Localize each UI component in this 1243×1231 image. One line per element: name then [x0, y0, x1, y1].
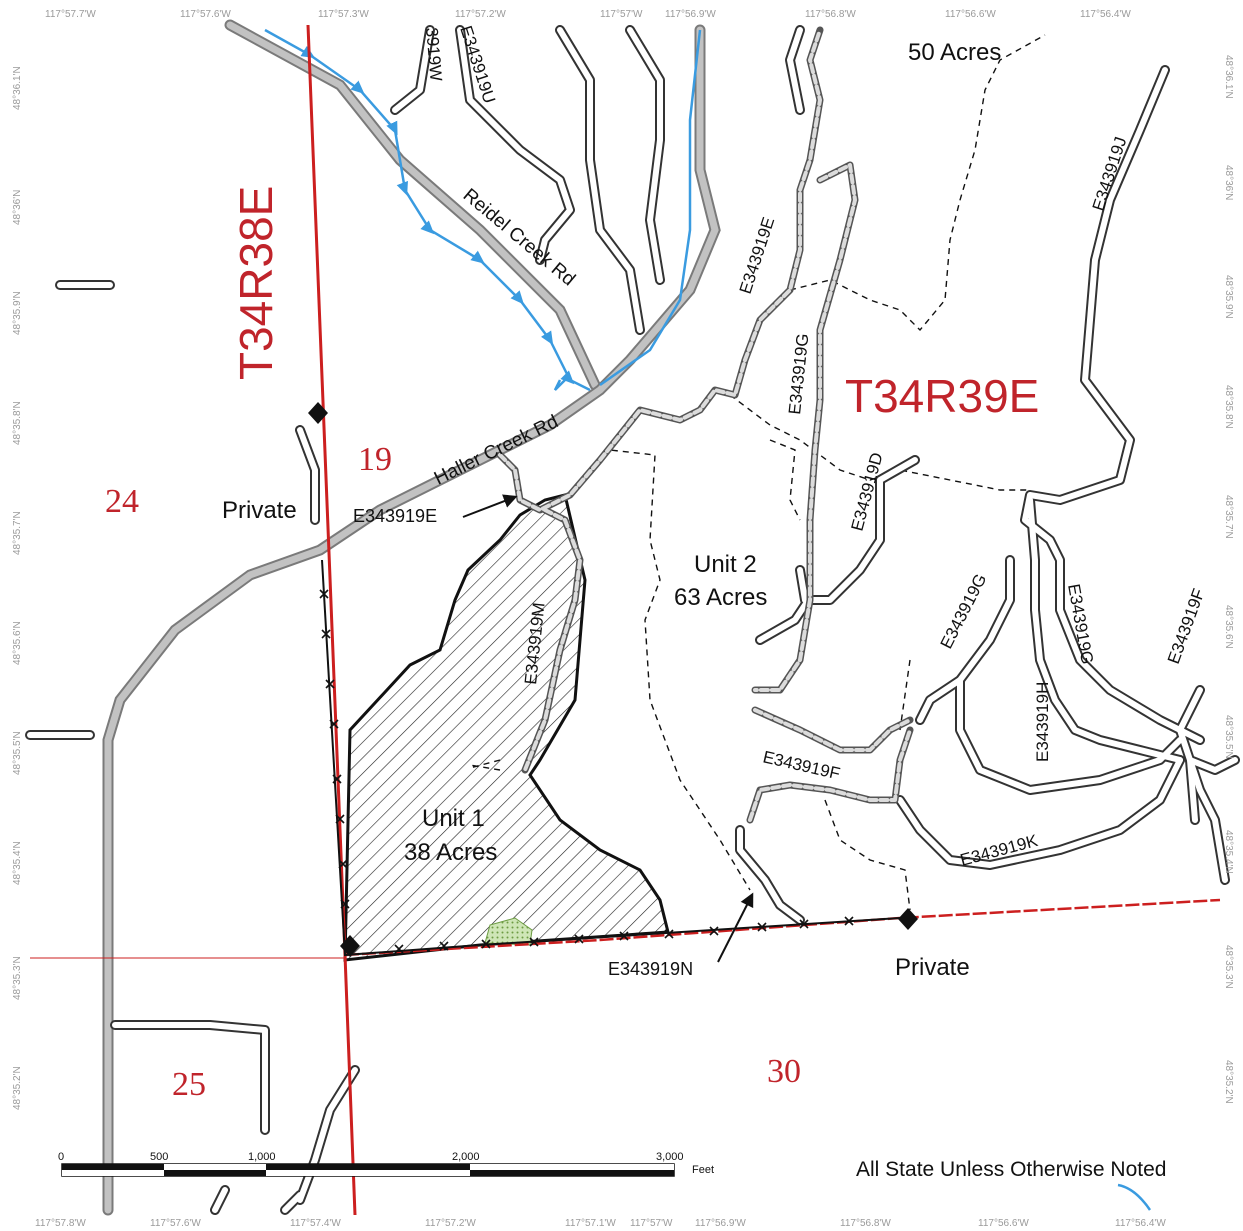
- coord-bottom: 117°57.1'W: [565, 1218, 616, 1229]
- road-label-e343919e: E343919E: [736, 215, 779, 296]
- road-callout-n: E343919N: [608, 959, 693, 979]
- road-label-e343919f-east: E343919F: [1164, 586, 1209, 666]
- road-label-3919w: 3919W: [422, 27, 446, 82]
- coord-top: 117°57.7'W: [45, 9, 96, 20]
- road-label-e343919g-east: E343919G: [937, 571, 991, 652]
- unit-boundaries: [469, 34, 1046, 911]
- coord-top: 117°56.6'W: [945, 9, 996, 20]
- ownership-label: Private: [895, 954, 970, 981]
- road-label-e343919h: E343919H: [1033, 682, 1052, 762]
- ownership-note: All State Unless Otherwise Noted: [856, 1158, 1166, 1181]
- unit-3-area: 50 Acres: [908, 39, 1001, 66]
- section-number-24: 24: [105, 483, 139, 520]
- coord-bottom: 117°56.9'W: [695, 1218, 746, 1229]
- coord-top: 117°57.6'W: [180, 9, 231, 20]
- spur-roads: [496, 26, 914, 824]
- coord-top: 117°57'W: [600, 9, 643, 20]
- coord-top: 117°56.9'W: [665, 9, 716, 20]
- unit-2-area: 63 Acres: [674, 584, 767, 611]
- section-lines: [30, 24, 1221, 1216]
- road-label-e343919f: E343919F: [761, 747, 842, 783]
- corner-marker: [308, 402, 328, 424]
- coord-right: 48°35.7'N: [1223, 495, 1234, 539]
- corner-marker: [340, 935, 360, 957]
- coord-top: 117°57.2'W: [455, 9, 506, 20]
- township-label-west: T34R38E: [230, 186, 282, 380]
- township-label-east: T34R39E: [845, 370, 1039, 422]
- scale-tick: 1,000: [248, 1151, 276, 1163]
- coord-bottom: 117°57'W: [630, 1218, 673, 1229]
- coord-left: 48°35.6'N: [12, 621, 23, 665]
- coord-top: 117°56.4'W: [1080, 9, 1131, 20]
- callout-arrows: [462, 494, 754, 963]
- coord-right: 48°35.9'N: [1223, 275, 1234, 319]
- coord-left: 48°36.1'N: [12, 66, 23, 110]
- coord-right: 48°35.5'N: [1223, 715, 1234, 759]
- coord-left: 48°35.5'N: [12, 731, 23, 775]
- fence-line: [319, 559, 901, 957]
- coord-left: 48°35.8'N: [12, 401, 23, 445]
- coord-bottom: 117°57.6'W: [150, 1218, 201, 1229]
- section-number-30: 30: [767, 1053, 801, 1090]
- unit-2-name: Unit 2: [694, 551, 757, 578]
- unit-1-area: [343, 493, 670, 962]
- coord-left: 48°35.3'N: [12, 956, 23, 1000]
- coord-bottom: 117°57.4'W: [290, 1218, 341, 1229]
- scale-tick: 500: [150, 1151, 168, 1163]
- coord-right: 48°35.6'N: [1223, 605, 1234, 649]
- section-number-25: 25: [172, 1066, 206, 1103]
- coord-left: 48°35.9'N: [12, 291, 23, 335]
- coord-bottom: 117°56.6'W: [978, 1218, 1029, 1229]
- coord-left: 48°35.7'N: [12, 511, 23, 555]
- scale-bar: 0 500 1,000 2,000 3,000 Feet: [58, 1151, 714, 1177]
- coord-right: 48°35.2'N: [1223, 1060, 1234, 1104]
- coord-right: 48°35.3'N: [1223, 945, 1234, 989]
- scale-tick: 2,000: [452, 1151, 480, 1163]
- scale-tick: 0: [58, 1151, 64, 1163]
- coord-right: 48°35.4'N: [1223, 830, 1234, 874]
- road-label-haller: Haller Creek Rd: [431, 411, 562, 489]
- corner-marker: [898, 908, 918, 930]
- unit-1-area: 38 Acres: [404, 839, 497, 866]
- road-label-e343919g: E343919G: [785, 333, 812, 416]
- coord-left: 48°36'N: [12, 190, 23, 225]
- coord-bottom: 117°56.4'W: [1115, 1218, 1166, 1229]
- section-number-19: 19: [358, 441, 392, 478]
- road-callout-e: E343919E: [353, 506, 437, 526]
- section-corner-markers: [308, 402, 918, 957]
- coord-left: 48°35.4'N: [12, 841, 23, 885]
- coord-right: 48°35.8'N: [1223, 385, 1234, 429]
- coord-right: 48°36.1'N: [1223, 55, 1234, 99]
- forest-roads: [25, 25, 1240, 1215]
- ownership-label: Private: [222, 497, 297, 524]
- scale-unit: Feet: [692, 1164, 714, 1176]
- coord-bottom: 117°56.8'W: [840, 1218, 891, 1229]
- coord-bottom: 117°57.2'W: [425, 1218, 476, 1229]
- scale-tick: 3,000: [656, 1151, 684, 1163]
- coord-top: 117°57.3'W: [318, 9, 369, 20]
- coord-right: 48°36'N: [1223, 165, 1234, 200]
- unit-1-name: Unit 1: [422, 805, 485, 832]
- streams: [264, 28, 702, 392]
- coordinate-ticks: 117°57.7'W 117°57.6'W 117°57.3'W 117°57.…: [12, 9, 1234, 1229]
- stream-legend-swatch: [1117, 1183, 1152, 1211]
- coord-top: 117°56.8'W: [805, 9, 856, 20]
- coord-left: 48°35.2'N: [12, 1066, 23, 1110]
- coord-bottom: 117°57.8'W: [35, 1218, 86, 1229]
